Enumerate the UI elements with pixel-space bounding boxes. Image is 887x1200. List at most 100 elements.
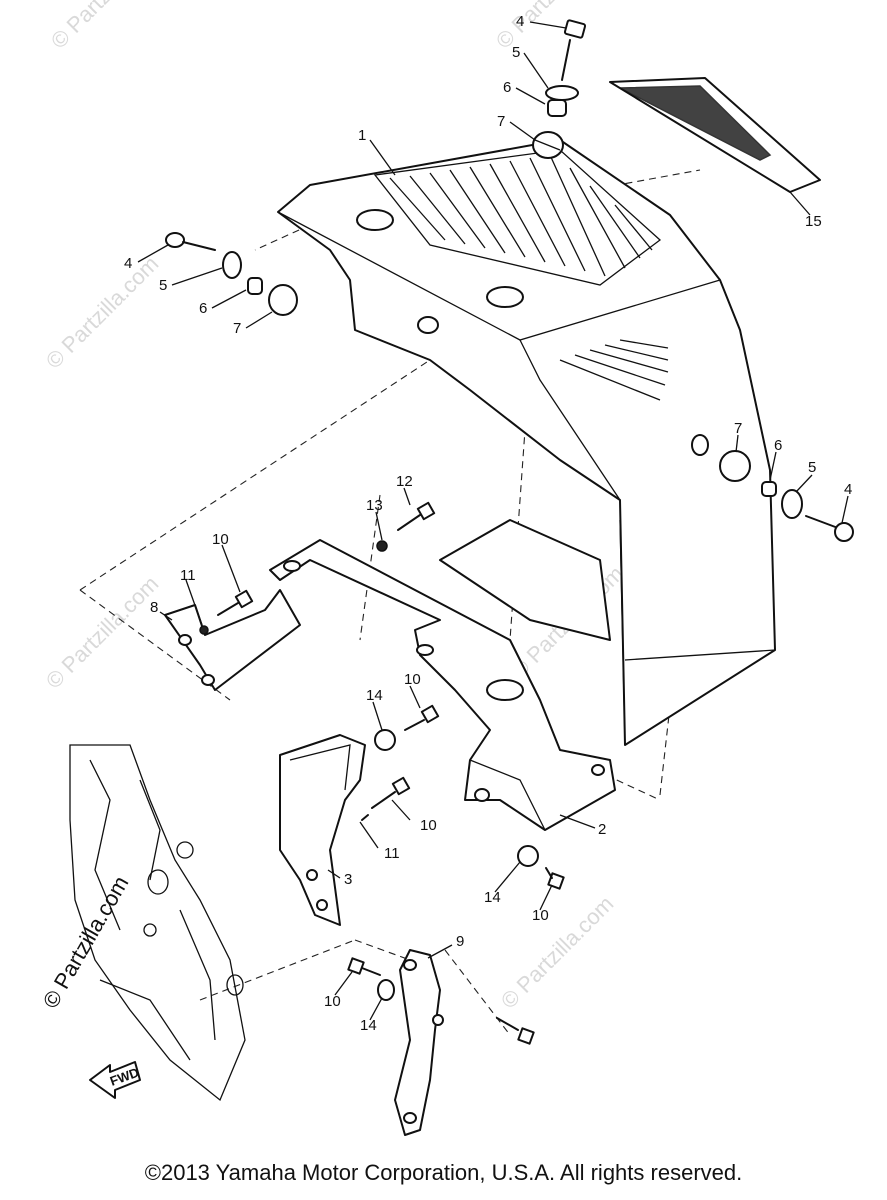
bolt-shank <box>182 241 216 251</box>
bolt-shank <box>805 515 839 529</box>
exploded-parts-diagram: © Partzilla.com © Partzilla.com © Partzi… <box>38 0 854 1136</box>
bolt-head <box>517 1027 535 1045</box>
callout-5: 5 <box>159 277 167 294</box>
side-shading <box>559 339 669 401</box>
collar <box>547 99 567 117</box>
watermark: © Partzilla.com <box>41 251 164 374</box>
bracket-hole <box>201 674 215 686</box>
callout-7: 7 <box>734 420 742 437</box>
callout-10: 10 <box>420 817 437 834</box>
bolt-shank <box>404 719 425 731</box>
mount-hole <box>486 286 524 308</box>
bolt-shank <box>371 791 396 809</box>
callout-10: 10 <box>212 531 229 548</box>
watermark: © Partzilla.com <box>496 891 619 1014</box>
callout-1: 1 <box>358 127 366 144</box>
washer <box>376 540 388 552</box>
callout-4: 4 <box>844 481 852 498</box>
washer <box>374 729 396 751</box>
bolt-shank <box>496 1017 519 1031</box>
callout-6: 6 <box>503 79 511 96</box>
callout-4: 4 <box>516 13 524 30</box>
grommet <box>268 284 298 316</box>
collar <box>761 481 777 497</box>
callout-14: 14 <box>484 889 501 906</box>
callout-5: 5 <box>512 44 520 61</box>
grommet <box>719 450 751 482</box>
washer <box>377 979 395 1001</box>
bolt-head <box>563 19 587 39</box>
callout-6: 6 <box>199 300 207 317</box>
callout-4: 4 <box>124 255 132 272</box>
callout-7: 7 <box>497 113 505 130</box>
bolt-head <box>165 232 185 248</box>
callout-10: 10 <box>324 993 341 1010</box>
callout-15: 15 <box>805 213 822 230</box>
callout-2: 2 <box>598 821 606 838</box>
callout-11: 11 <box>180 567 196 584</box>
bolt-head <box>416 501 436 521</box>
washer <box>199 625 209 635</box>
callout-9: 9 <box>456 933 464 950</box>
washer <box>517 845 539 867</box>
bracket-hole <box>283 560 301 572</box>
callout-13: 13 <box>366 497 383 514</box>
watermark: © Partzilla.com <box>41 571 164 694</box>
frame-section <box>69 744 246 1102</box>
bolt-head <box>834 522 854 542</box>
bolt-shank <box>217 602 239 616</box>
part-15-decal <box>609 77 821 216</box>
callout-3: 3 <box>344 871 352 888</box>
callout-6: 6 <box>774 437 782 454</box>
grille-hatching <box>389 154 653 277</box>
fastener-stack-left <box>165 232 298 316</box>
bolt-shank <box>361 967 381 976</box>
callout-5: 5 <box>808 459 816 476</box>
bolt-head <box>234 589 254 609</box>
bracket-hole <box>416 644 434 656</box>
callout-14: 14 <box>366 687 383 704</box>
bracket-hole <box>306 869 318 881</box>
stay-hole <box>403 1112 417 1124</box>
callout-8: 8 <box>150 599 158 616</box>
loose-fasteners <box>199 501 565 1045</box>
bracket-hole <box>474 788 490 802</box>
mount-hole <box>417 316 439 334</box>
callout-7: 7 <box>233 320 241 337</box>
mount-hole <box>691 434 709 456</box>
bolt-shank <box>397 514 421 531</box>
callout-10: 10 <box>404 671 421 688</box>
watermark: © Partzilla.com <box>491 0 614 54</box>
part-3-stay <box>279 734 366 926</box>
bolt-shank <box>561 39 571 81</box>
callout-numbers: 4 5 6 7 1 15 4 5 6 7 7 6 5 4 12 13 10 11… <box>124 13 852 1034</box>
fastener-stack-right <box>719 450 854 542</box>
bracket-hole <box>591 764 605 776</box>
bracket-hole <box>316 899 328 911</box>
bolt-head <box>420 704 440 724</box>
copyright-notice: ©2013 Yamaha Motor Corporation, U.S.A. A… <box>144 1160 743 1185</box>
part-2-bracket <box>269 539 616 831</box>
washer <box>545 85 579 101</box>
callout-11: 11 <box>384 845 400 862</box>
part-8-bracket <box>164 589 301 691</box>
bolt-head <box>347 957 365 975</box>
leader-lines <box>137 21 849 1021</box>
spring-washer <box>361 814 369 821</box>
stay-hole <box>403 959 417 971</box>
stay-hole <box>432 1014 444 1026</box>
watermark-main: © Partzilla.com <box>38 872 134 1013</box>
collar <box>247 277 263 295</box>
bracket-cutout <box>486 679 524 701</box>
washer <box>222 251 242 279</box>
washer <box>781 489 803 519</box>
callout-14: 14 <box>360 1017 377 1034</box>
callout-12: 12 <box>396 473 413 490</box>
part-9-stay <box>394 949 444 1136</box>
fastener-stack-top <box>532 19 587 159</box>
bracket-hole <box>178 634 192 646</box>
bolt-shank <box>545 867 553 879</box>
fwd-arrow: FWD <box>89 1061 141 1099</box>
part-1-cover <box>277 139 776 746</box>
